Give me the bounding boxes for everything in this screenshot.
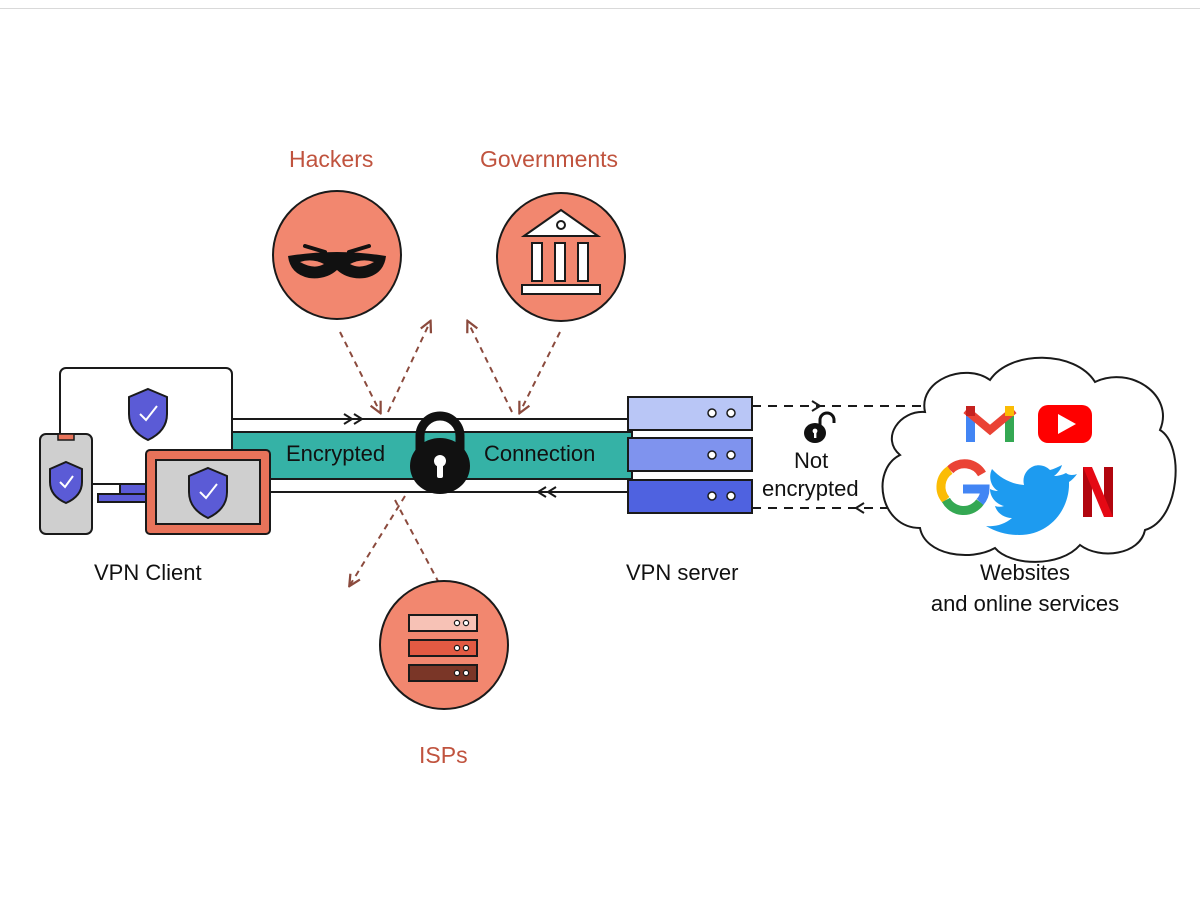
top-divider: [0, 8, 1200, 9]
forward-chevrons: [343, 413, 364, 425]
hackers-node: [272, 190, 402, 320]
shield-check-icon: [128, 387, 168, 442]
server-unit-3: [627, 479, 753, 514]
google-icon: [936, 459, 990, 516]
encrypted-label: encrypted: [762, 476, 859, 501]
governments-label: Governments: [480, 146, 619, 172]
shield-check-icon: [49, 460, 83, 505]
isps-outbound-arrow: [350, 495, 406, 585]
hackers-outbound-arrow: [387, 322, 430, 413]
isps-label: ISPs: [419, 742, 468, 768]
backward-chevrons: [536, 486, 557, 498]
hackers-label: Hackers: [289, 146, 374, 172]
twitter-icon: [986, 465, 1077, 535]
outbound-chevron: [811, 400, 822, 412]
mask-icon: [288, 244, 386, 279]
vpn-server-stack: [627, 396, 753, 514]
vpn-client-devices: [39, 367, 271, 535]
governments-inbound-arrow: [520, 331, 561, 412]
netflix-icon: [1083, 467, 1113, 517]
isps-node: [379, 580, 509, 710]
smartphone: [39, 433, 93, 535]
websites-label-line2: and online services: [930, 591, 1120, 616]
building-icon: [520, 208, 602, 295]
shield-check-icon: [188, 466, 228, 520]
interception-arrows: [339, 322, 561, 586]
vpn-server-label: VPN server: [626, 560, 739, 585]
isp-server-icon: [408, 614, 478, 682]
not-label: Not: [794, 448, 829, 473]
websites-label-line1: Websites: [979, 560, 1071, 585]
governments-outbound-arrow: [468, 322, 513, 413]
tunnel-connection-text: Connection: [484, 441, 596, 466]
governments-node: [496, 192, 626, 322]
gmail-icon: [963, 406, 1017, 442]
laptop: [145, 449, 271, 535]
isps-inbound-line: [394, 499, 441, 586]
unlocked-icon: [804, 411, 836, 443]
hackers-inbound-arrow: [339, 331, 380, 412]
tunnel-encrypted-text: Encrypted: [286, 441, 386, 466]
lock-icon: [410, 411, 470, 494]
unencrypted-links: [752, 400, 925, 514]
services-cloud: [881, 356, 1177, 563]
youtube-icon: [1038, 405, 1092, 443]
inbound-chevron: [854, 502, 865, 514]
vpn-client-label: VPN Client: [94, 560, 202, 585]
